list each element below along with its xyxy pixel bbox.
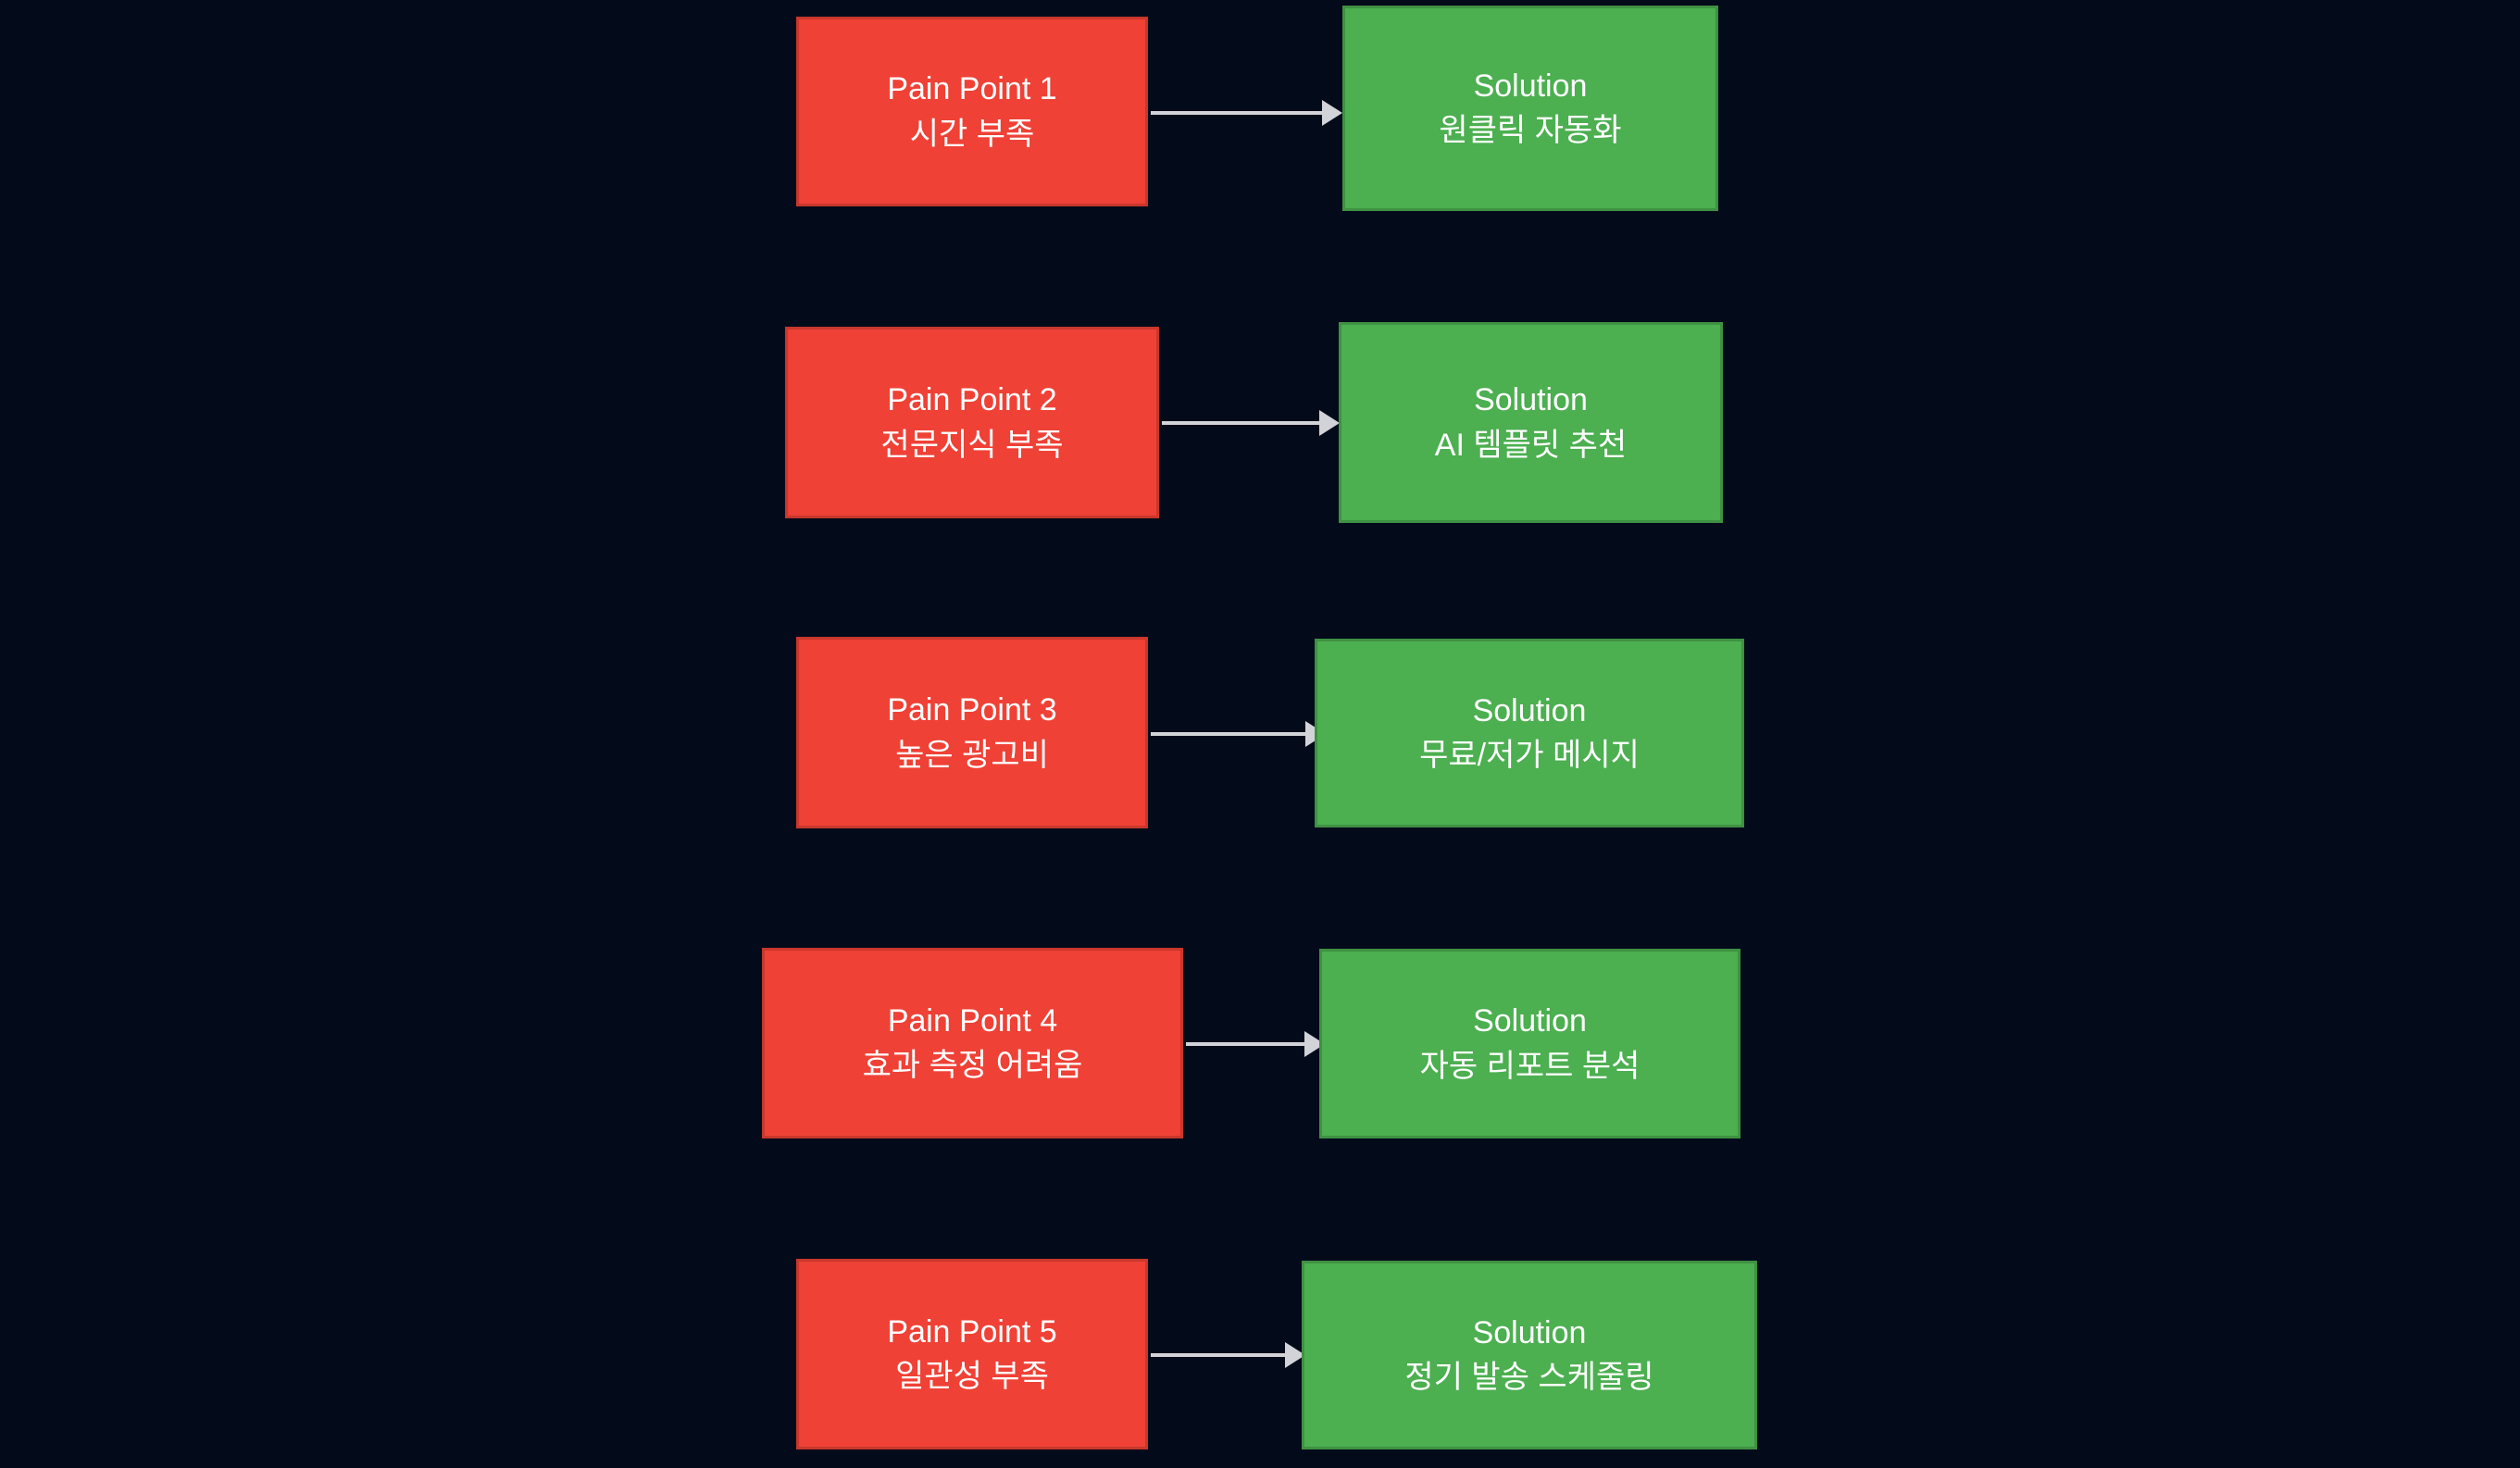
pain-point-detail-5: 일관성 부족 bbox=[895, 1359, 1049, 1394]
solution-node-3[interactable]: Solution 무료/저가 메시지 bbox=[1315, 639, 1744, 827]
solution-node-2[interactable]: Solution AI 템플릿 추천 bbox=[1339, 322, 1723, 523]
solution-detail-4: 자동 리포트 분석 bbox=[1419, 1048, 1640, 1084]
pain-point-detail-4: 효과 측정 어려움 bbox=[862, 1048, 1083, 1083]
solution-detail-3: 무료/저가 메시지 bbox=[1419, 738, 1640, 773]
pain-point-detail-3: 높은 광고비 bbox=[895, 737, 1049, 773]
flow-arrow-line-2 bbox=[1162, 421, 1324, 425]
pain-point-title-2: Pain Point 2 bbox=[887, 382, 1057, 418]
flow-arrow-line-5 bbox=[1151, 1353, 1290, 1357]
pain-point-title-4: Pain Point 4 bbox=[887, 1002, 1058, 1039]
solution-detail-2: AI 템플릿 추천 bbox=[1434, 427, 1628, 463]
flow-arrow-line-1 bbox=[1151, 111, 1327, 115]
solution-title-4: Solution bbox=[1473, 1003, 1587, 1039]
pain-point-node-5[interactable]: Pain Point 5 일관성 부족 bbox=[796, 1259, 1148, 1449]
pain-point-node-1[interactable]: Pain Point 1 시간 부족 bbox=[796, 17, 1148, 206]
solution-detail-1: 원클릭 자동화 bbox=[1439, 113, 1622, 148]
pain-point-detail-2: 전문지식 부족 bbox=[880, 427, 1064, 463]
solution-node-4[interactable]: Solution 자동 리포트 분석 bbox=[1319, 949, 1740, 1138]
pain-point-node-2[interactable]: Pain Point 2 전문지식 부족 bbox=[785, 327, 1159, 518]
flow-arrow-head-5 bbox=[1285, 1342, 1305, 1368]
pain-point-title-3: Pain Point 3 bbox=[887, 692, 1057, 728]
flow-arrow-head-1 bbox=[1322, 100, 1342, 126]
solution-title-1: Solution bbox=[1473, 68, 1588, 104]
flow-arrow-line-4 bbox=[1186, 1042, 1309, 1046]
solution-detail-5: 정기 발송 스케줄링 bbox=[1404, 1360, 1654, 1395]
pain-point-detail-1: 시간 부족 bbox=[909, 116, 1035, 152]
flow-arrow-head-2 bbox=[1319, 410, 1340, 436]
pain-point-title-1: Pain Point 1 bbox=[887, 71, 1057, 107]
pain-point-title-5: Pain Point 5 bbox=[887, 1313, 1057, 1350]
pain-point-node-4[interactable]: Pain Point 4 효과 측정 어려움 bbox=[762, 948, 1183, 1138]
flow-arrow-line-3 bbox=[1151, 732, 1310, 736]
solution-node-5[interactable]: Solution 정기 발송 스케줄링 bbox=[1302, 1261, 1757, 1449]
solution-title-5: Solution bbox=[1472, 1314, 1587, 1350]
pain-point-node-3[interactable]: Pain Point 3 높은 광고비 bbox=[796, 637, 1148, 828]
solution-title-3: Solution bbox=[1472, 692, 1587, 728]
solution-node-1[interactable]: Solution 원클릭 자동화 bbox=[1342, 6, 1718, 211]
solution-title-2: Solution bbox=[1474, 382, 1588, 418]
